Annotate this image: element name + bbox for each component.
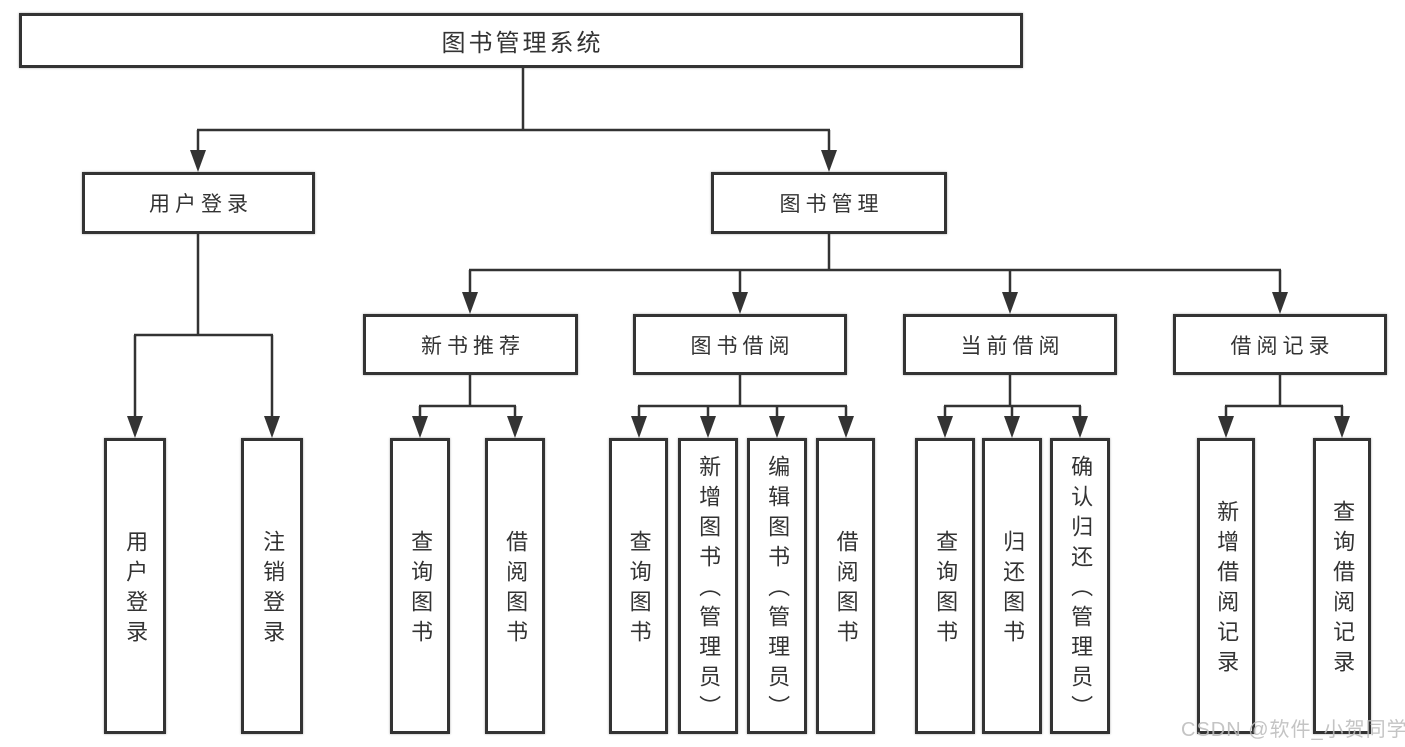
leaf-newrec-borrow-books: 借阅图书	[485, 438, 545, 734]
connector-book-borrow-to-leaves	[631, 375, 854, 438]
leaf-borrow-borrow-books: 借阅图书	[816, 438, 875, 734]
leaf-borrow-query-books: 查询图书	[609, 438, 668, 734]
leaf-current-query-books: 查询图书	[915, 438, 975, 734]
leaf-current-confirm-return-admin: 确认归还（管理员）	[1050, 438, 1110, 734]
leaf-logout: 注销登录	[241, 438, 303, 734]
connector-new-book-rec-to-leaves	[412, 375, 523, 438]
leaf-record-query-borrow-record: 查询借阅记录	[1313, 438, 1371, 734]
leaf-current-return-books: 归还图书	[982, 438, 1042, 734]
leaf-borrow-add-books-admin: 新增图书（管理员）	[678, 438, 738, 734]
csdn-watermark: CSDN @软件_小贺同学	[1181, 719, 1405, 741]
node-book-borrowing: 图书借阅	[633, 314, 847, 375]
leaf-record-add-borrow-record: 新增借阅记录	[1197, 438, 1255, 734]
connector-book-mgmt-to-level3	[462, 234, 1288, 314]
leaf-newrec-query-books: 查询图书	[390, 438, 450, 734]
connector-borrow-record-to-leaves	[1218, 375, 1350, 438]
connector-root-to-level2	[190, 68, 837, 172]
node-current-borrowing: 当前借阅	[903, 314, 1117, 375]
connector-user-login-to-leaves	[127, 234, 280, 438]
leaf-borrow-edit-books-admin: 编辑图书（管理员）	[747, 438, 807, 734]
node-borrowing-records: 借阅记录	[1173, 314, 1387, 375]
leaf-user-login: 用户登录	[104, 438, 166, 734]
connector-current-borrow-to-leaves	[937, 375, 1088, 438]
node-root-system: 图书管理系统	[19, 13, 1023, 68]
node-book-management: 图书管理	[711, 172, 947, 234]
node-new-book-recommend: 新书推荐	[363, 314, 578, 375]
node-user-login: 用户登录	[82, 172, 315, 234]
